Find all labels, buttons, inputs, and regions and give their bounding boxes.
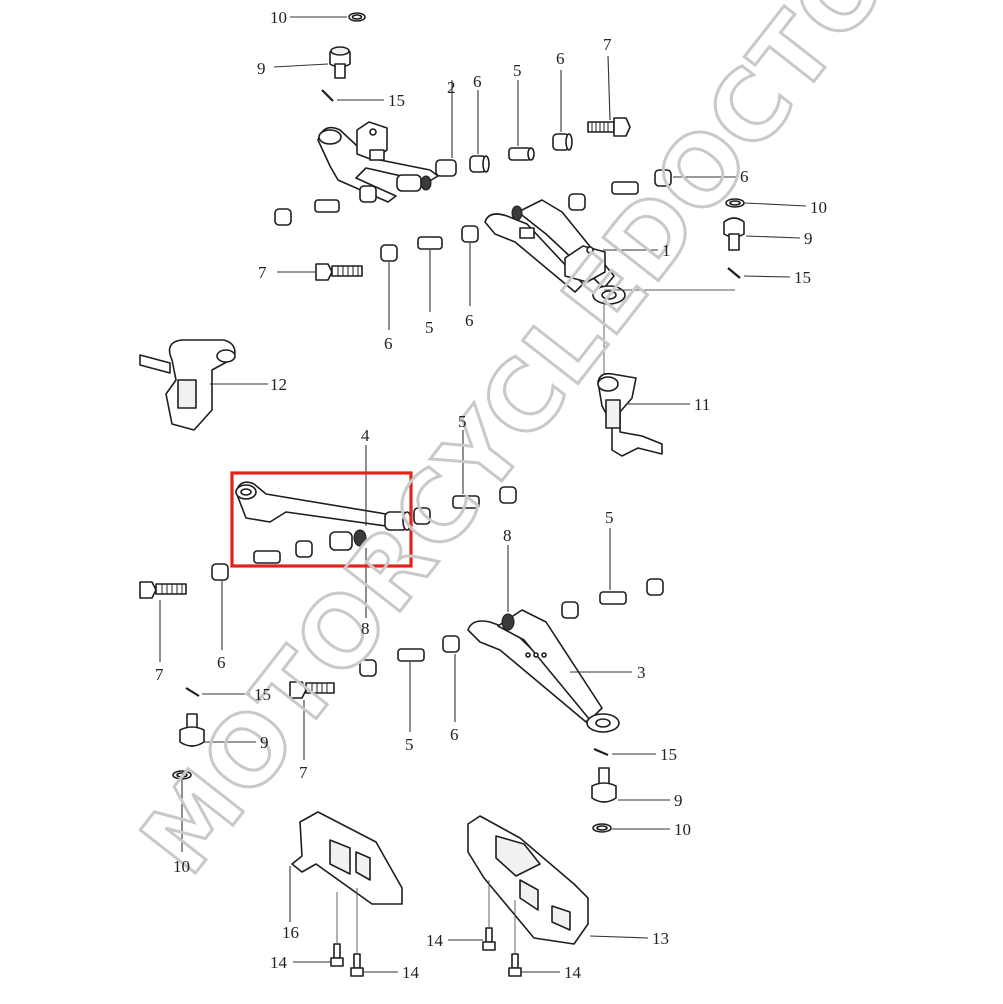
part-6-bushing <box>568 193 586 211</box>
callout-15-left: 15 <box>254 685 271 704</box>
callout-9-right: 9 <box>804 229 813 248</box>
part-5-sleeve <box>599 591 627 605</box>
callout-8-b: 8 <box>361 619 370 638</box>
callout-15-top: 15 <box>388 91 405 110</box>
part-7-lower-bolt <box>289 681 335 699</box>
part-5-sleeve <box>611 181 639 195</box>
part-5-sleeve <box>417 236 443 250</box>
watermark-text: MOTORCYCLEDOCTOR <box>120 0 957 894</box>
part-14-bolt <box>482 927 496 951</box>
callout-13: 13 <box>652 929 669 948</box>
part-9-lower-ball-joint <box>591 767 617 803</box>
callout-8-a: 8 <box>503 526 512 545</box>
part-9-left-ball-joint <box>179 713 205 747</box>
callout-7-c: 7 <box>155 665 164 684</box>
part-6-bushing <box>646 578 664 596</box>
part-7-middle-bolt <box>139 581 187 599</box>
part-3-lower-a-arm <box>467 609 620 733</box>
part-7-top-bolt <box>587 117 631 137</box>
callout-9-left: 9 <box>260 733 269 752</box>
part-6-bushing <box>442 635 460 653</box>
callout-10-left: 10 <box>173 857 190 876</box>
part-5-sleeve <box>314 199 340 213</box>
callout-14-b: 14 <box>402 963 420 982</box>
part-6-bushing <box>499 486 517 504</box>
part-6-bushing <box>211 563 229 581</box>
part-6-bushing <box>552 133 573 151</box>
callout-6-a: 6 <box>473 72 482 91</box>
part-16-left-skid-plate <box>291 811 403 905</box>
callout-6-d: 6 <box>384 334 393 353</box>
callout-1: 1 <box>662 241 671 260</box>
callout-10-lower: 10 <box>674 820 691 839</box>
callout-16: 16 <box>282 923 299 942</box>
part-6-bushing <box>461 225 479 243</box>
part-6-bushing <box>413 507 431 525</box>
part-15-top-cotter-pin <box>321 89 334 102</box>
callout-9-lower: 9 <box>674 791 683 810</box>
callout-15-right: 15 <box>794 268 811 287</box>
part-6-bushing <box>380 244 398 262</box>
callout-6-g: 6 <box>450 725 459 744</box>
part-15-lower-cotter-pin <box>593 747 609 757</box>
callout-5-d: 5 <box>605 508 614 527</box>
callout-2: 2 <box>447 78 456 97</box>
callout-6-c: 6 <box>740 167 749 186</box>
callout-11: 11 <box>694 395 710 414</box>
callout-7-d: 7 <box>299 763 308 782</box>
part-1-lower-a-arm <box>484 199 626 305</box>
part-6-bushing <box>469 155 490 173</box>
part-11-right-steering-knuckle <box>597 372 663 457</box>
part-15-left-cotter-pin <box>185 687 200 697</box>
callout-14-c: 14 <box>426 931 444 950</box>
part-13-right-skid-plate <box>467 815 589 945</box>
callout-10-top: 10 <box>270 8 287 27</box>
part-6-bushing <box>359 659 377 677</box>
part-5-sleeve <box>397 648 425 662</box>
part-6-bushing <box>654 169 672 187</box>
callout-6-b: 6 <box>556 49 565 68</box>
part-6-bushing <box>561 601 579 619</box>
callout-7-a: 7 <box>603 35 612 54</box>
part-2-upper-a-arm <box>317 121 457 203</box>
callout-7-b: 7 <box>258 263 267 282</box>
part-12-left-steering-knuckle <box>139 339 236 431</box>
part-9-top-ball-joint <box>329 46 351 79</box>
callout-15-lower: 15 <box>660 745 677 764</box>
part-6-bushing <box>274 208 292 226</box>
callout-10-right: 10 <box>810 198 827 217</box>
part-5-sleeve <box>452 495 480 509</box>
callout-14-d: 14 <box>564 963 582 982</box>
part-14-bolt <box>350 953 364 977</box>
part-10-top-circlip <box>348 12 366 22</box>
callout-3: 3 <box>637 663 646 682</box>
part-10-lower-circlip <box>592 823 612 833</box>
callout-4: 4 <box>361 426 370 445</box>
part-4-upper-arm-tube <box>235 481 412 564</box>
callout-5-c: 5 <box>458 412 467 431</box>
callout-5-a: 5 <box>513 61 522 80</box>
part-15-right-cotter-pin <box>727 267 741 279</box>
callout-14-a: 14 <box>270 953 288 972</box>
highlight-box <box>230 471 413 568</box>
part-5-sleeve <box>508 147 535 161</box>
part-10-right-circlip <box>725 198 745 208</box>
callout-5-e: 5 <box>405 735 414 754</box>
part-7-left-bolt <box>315 263 363 281</box>
callout-12: 12 <box>270 375 287 394</box>
part-10-left-circlip <box>172 770 192 780</box>
part-9-right-ball-joint <box>723 217 745 251</box>
callout-5-b: 5 <box>425 318 434 337</box>
callout-9-top: 9 <box>257 59 266 78</box>
callout-6-f: 6 <box>217 653 226 672</box>
part-6-bushing <box>359 185 377 203</box>
part-14-bolt <box>330 943 344 967</box>
part-14-bolt <box>508 953 522 977</box>
callout-6-e: 6 <box>465 311 474 330</box>
